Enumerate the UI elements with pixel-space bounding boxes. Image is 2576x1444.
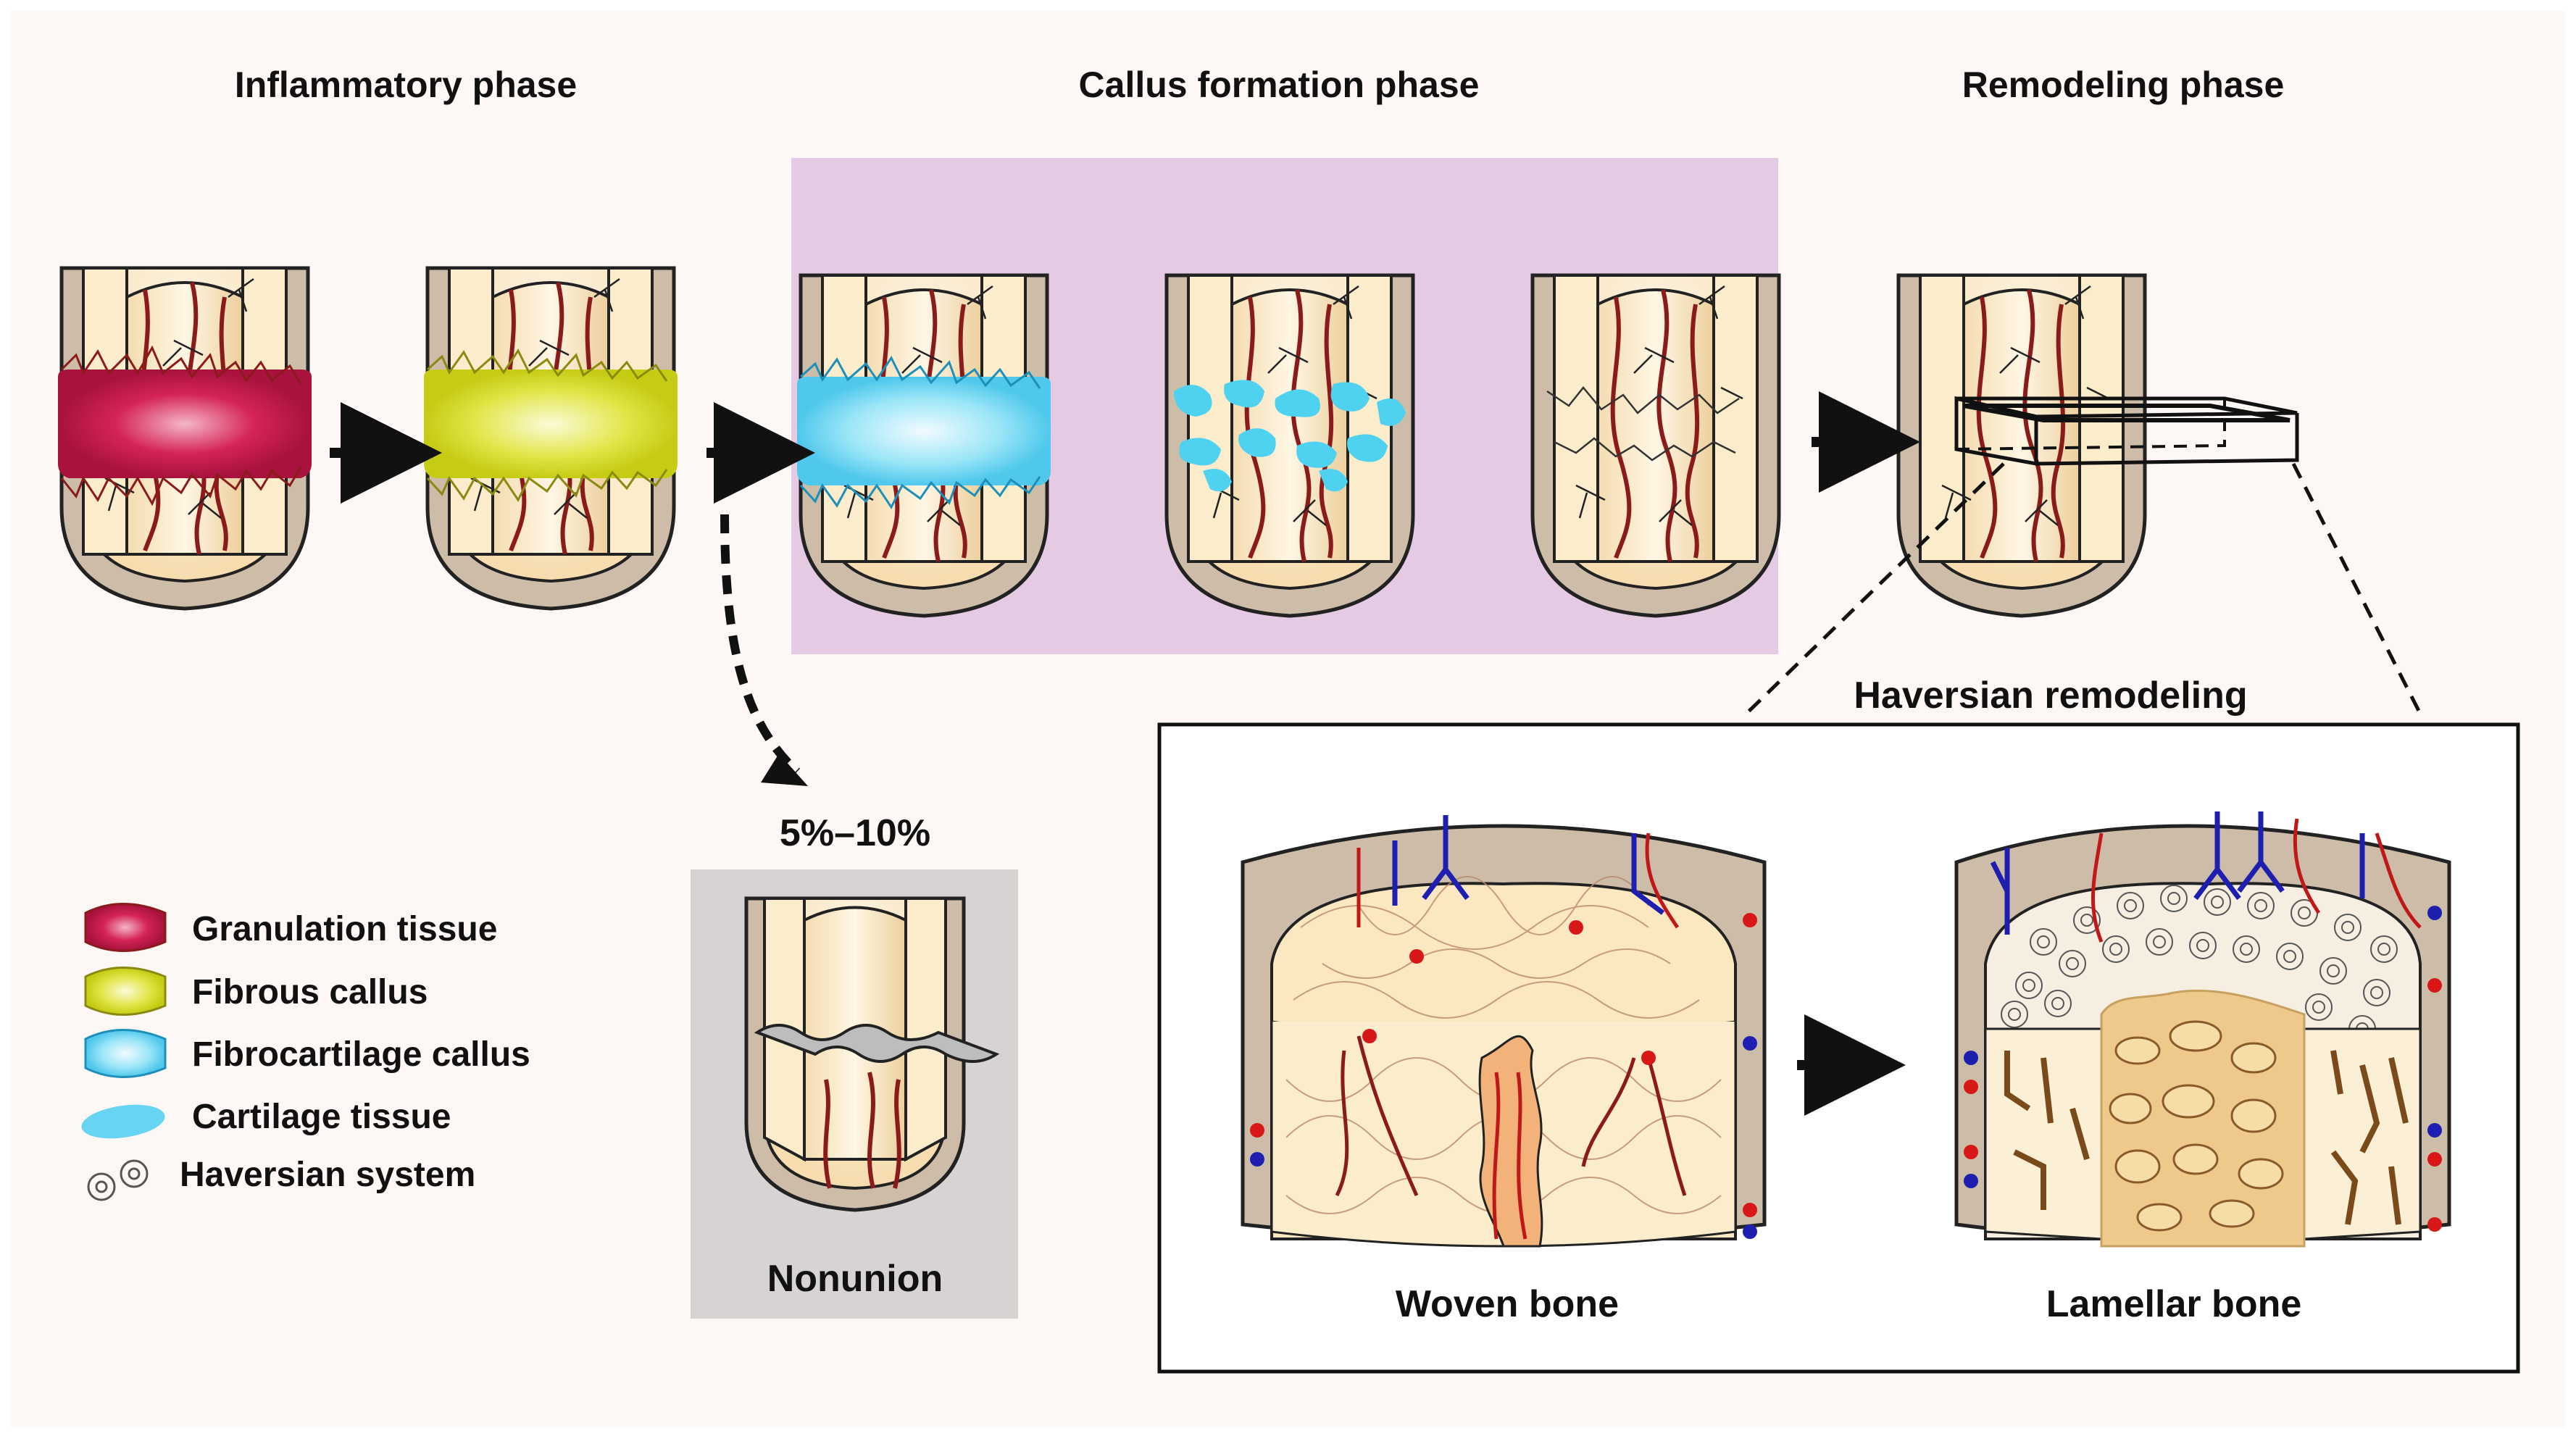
legend-cartilage-swatch: [81, 1104, 165, 1139]
bone-callus-2: [1167, 275, 1413, 616]
legend-label-granulation: Granulation tissue: [192, 910, 498, 948]
callus-phase-title: Callus formation phase: [1078, 64, 1480, 105]
haversian-title: Haversian remodeling: [1854, 675, 2248, 717]
bone-inflammatory-2: [422, 268, 679, 609]
legend-label-cartilage: Cartilage tissue: [192, 1098, 451, 1136]
legend-granulation-swatch: [84, 903, 167, 952]
bone-callus-3: [1533, 275, 1779, 616]
nonunion-percent: 5%–10%: [779, 812, 931, 854]
bone-callus-1: [796, 275, 1052, 616]
legend-haversian-swatch: [87, 1159, 149, 1201]
nonunion-label: Nonunion: [767, 1258, 943, 1300]
legend-label-fibrous: Fibrous callus: [192, 973, 428, 1011]
bone-inflammatory-1: [57, 268, 313, 609]
legend-fibrocartilage-swatch: [84, 1029, 167, 1078]
legend-label-fibrocartilage: Fibrocartilage callus: [192, 1035, 530, 1074]
inflammatory-phase-title: Inflammatory phase: [234, 64, 578, 105]
nonunion-arrowhead: [761, 754, 808, 786]
nonunion-dashed-arrow: [720, 514, 801, 775]
woven-bone-label: Woven bone: [1395, 1283, 1620, 1325]
remodeling-phase-title: Remodeling phase: [1962, 64, 2285, 105]
zoom-line-right: [2291, 462, 2422, 715]
bone-remodeling: [1898, 275, 2299, 616]
legend-swatches: [81, 903, 167, 1201]
legend-fibrous-swatch: [84, 967, 167, 1016]
lamellar-bone-block: [1954, 811, 2451, 1248]
legend-label-haversian: Haversian system: [180, 1156, 476, 1194]
zoom-line-left: [1745, 462, 2005, 715]
bone-nonunion: [744, 896, 1000, 1212]
woven-bone-block: [1241, 815, 1767, 1248]
lamellar-bone-label: Lamellar bone: [2046, 1283, 2302, 1325]
